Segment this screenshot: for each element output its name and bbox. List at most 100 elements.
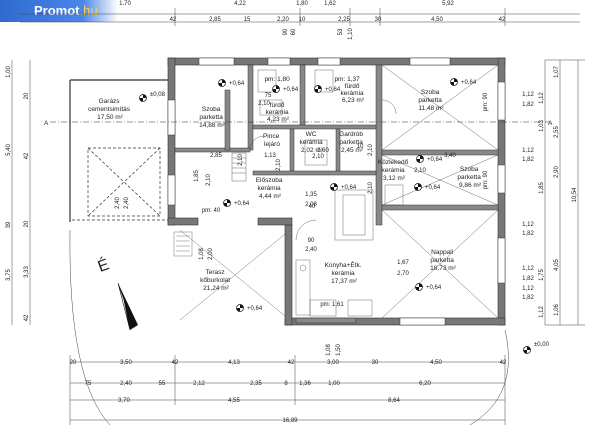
room-szoba3: Szoba parketta 9,86 m² <box>457 166 482 189</box>
dim: 2,70 <box>397 271 409 277</box>
dim: 1,50 <box>336 344 342 356</box>
dim: 2,85 <box>210 153 222 159</box>
dim: 2,10 <box>368 144 374 156</box>
room-konyha: Konyha+Étk. kerámia 17,37 m² <box>325 260 364 285</box>
dim: 42 <box>24 314 30 321</box>
dim: 3,75 <box>6 269 12 281</box>
level-label: +0,64 <box>247 306 263 312</box>
room-nappali: Nappali parketta 18,73 m² <box>430 249 456 272</box>
dim: 2,85 <box>209 17 221 23</box>
dim: 2,20 <box>277 17 289 23</box>
dim: 2,25 <box>338 17 350 23</box>
room-kozlekedo: Közlekedő kerámia 3,12 m² <box>378 159 410 182</box>
dim: 2,35 <box>250 381 262 387</box>
dim: 6,20 <box>419 381 431 387</box>
level-label: +0,64 <box>234 201 250 207</box>
north-label: É <box>95 254 112 276</box>
level-label: +0,64 <box>426 285 442 291</box>
inner-dimension-texts: 75 2,10 2,85 2,10 1,13 2,10 2,60 2,10 10… <box>115 92 534 356</box>
room-terasz: Terasz kőburkolat 21,24 m² <box>200 269 232 292</box>
dim: 1,12 <box>539 306 545 318</box>
dim: 1,12 <box>522 266 534 272</box>
dim: 2,90 <box>554 166 560 178</box>
dim-total-height: 10,54 <box>572 187 578 203</box>
dim: 1,10 <box>348 28 354 40</box>
dim: 1,82 <box>522 102 534 108</box>
dim: 1,08 <box>326 344 332 356</box>
dim: 20 <box>24 92 30 99</box>
garage-walls <box>69 79 170 222</box>
room-wc: WC kerámia 2,02 m² <box>300 131 325 154</box>
dim: 42 <box>499 17 506 23</box>
dim: 2,10 <box>206 174 212 186</box>
dim: 1,67 <box>397 260 409 266</box>
dim: 2,40 <box>115 197 121 209</box>
level-label: ±0,08 <box>150 92 166 98</box>
dim: 1,12 <box>522 92 534 98</box>
dim: 2,40 <box>120 381 132 387</box>
dim: 20 <box>70 360 77 366</box>
dim: 1,82 <box>522 231 534 237</box>
dim: pm: 90 <box>483 92 489 111</box>
dim: 4,50 <box>430 360 442 366</box>
top-dimension-texts: 1,70 4,22 1,80 1,62 5,92 42 2,85 15 2,20… <box>119 1 506 40</box>
windows <box>167 57 506 326</box>
level-label: +0,64 <box>427 157 443 163</box>
dim: 1,62 <box>324 1 336 7</box>
room-szoba2: Szoba parketta 11,48 m² <box>418 89 444 112</box>
dim-total: 16,89 <box>282 418 298 424</box>
dim: 5,92 <box>442 1 454 7</box>
dim: 2,10 <box>312 154 324 160</box>
terrace-area <box>173 229 291 321</box>
bottom-dimension-lines <box>69 355 506 425</box>
dim: 2,08 <box>305 202 317 208</box>
dim: 1,08 <box>199 248 205 260</box>
dim: 2,00 <box>208 248 214 260</box>
level-label: ±0,00 <box>534 342 550 348</box>
dim: 20 <box>24 220 30 227</box>
dim: 53 <box>338 28 344 35</box>
dim: 60 <box>291 28 297 35</box>
dim: 2,10 <box>276 159 282 171</box>
dim: 10 <box>299 17 306 23</box>
level-label: +0,64 <box>283 87 299 93</box>
dim: 2,10 <box>238 154 244 166</box>
dim: 30 <box>372 360 379 366</box>
dim: 1,12 <box>539 92 545 104</box>
site-curves <box>69 229 509 426</box>
dim: 2,40 <box>305 247 317 253</box>
dim: 1,85 <box>539 182 545 194</box>
dim: 4,13 <box>228 360 240 366</box>
dim: 1,12 <box>522 148 534 154</box>
interior-walls <box>174 64 499 324</box>
dim: 15 <box>244 17 251 23</box>
dim: 4,22 <box>234 1 246 7</box>
dim: 2,10 <box>368 182 374 194</box>
dim: 1,06 <box>554 304 560 316</box>
dim: pm: 1,61 <box>320 302 344 308</box>
dim: pm: 40 <box>202 208 221 214</box>
top-dimension-lines <box>20 8 580 26</box>
dim: 40 <box>309 204 316 210</box>
room-furdo2: pm: 1,37 fürdő kerámia 6,23 m² <box>334 76 365 104</box>
dim: 1,03 <box>539 120 545 132</box>
dim: 55 <box>159 381 166 387</box>
dim: 3,40 <box>444 153 456 159</box>
dim: 8 <box>284 381 288 387</box>
dim: 75 <box>85 381 92 387</box>
right-dimension-texts: 1,07 1,12 1,82 1,12 1,03 2,55 1,12 1,82 … <box>522 66 578 318</box>
dim: 3,50 <box>120 360 132 366</box>
side-dimension-lines <box>11 59 585 326</box>
dim: 1,70 <box>119 1 131 7</box>
bottom-dimension-texts: 20 3,50 42 4,13 42 3,00 30 4,50 42 75 2,… <box>70 360 507 424</box>
level-labels: ±0,08 +0,64 +0,64 +0,64 +0,64 +0,64 +0,6… <box>150 80 550 348</box>
room-szoba1: Szoba parketta 14,88 m² <box>199 106 225 129</box>
dim: 4,05 <box>554 259 560 271</box>
dim: 10 <box>357 144 364 150</box>
dim: 1,35 <box>305 192 317 198</box>
north-arrow-icon <box>117 282 138 331</box>
section-mark-left: A <box>44 120 49 127</box>
dim: 42 <box>24 152 30 159</box>
dim: 1,36 <box>299 381 311 387</box>
